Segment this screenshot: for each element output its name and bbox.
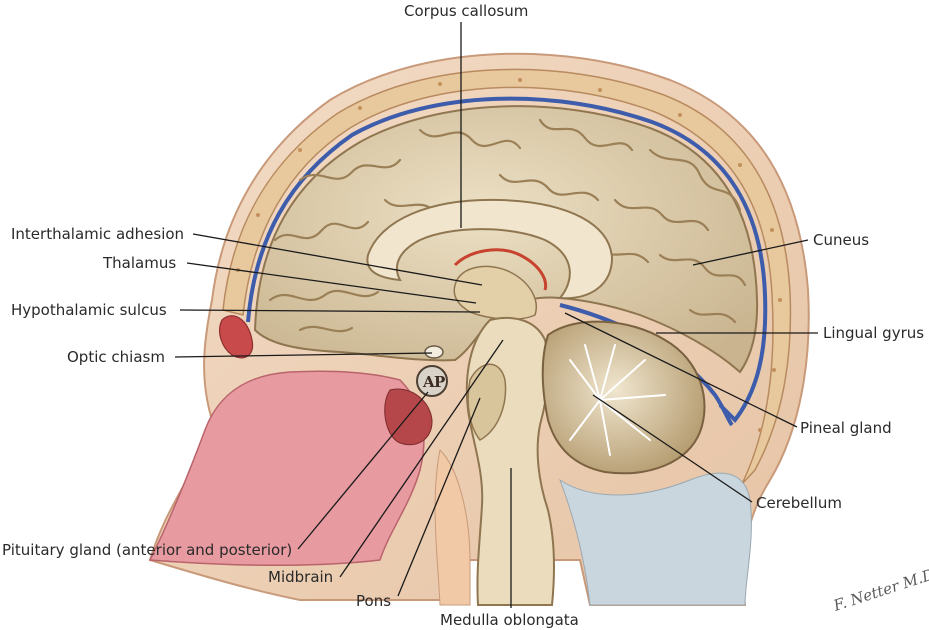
leader-pineal-gland (564, 312, 798, 428)
leader-pituitary (297, 391, 429, 550)
pituitary-anterior-letter: A (422, 373, 435, 391)
leader-interthalamic-adhesion (192, 233, 483, 286)
leader-optic-chiasm (174, 352, 433, 358)
leader-cuneus (692, 239, 809, 266)
label-pons: Pons (356, 592, 391, 610)
leader-midbrain (339, 339, 504, 578)
label-thalamus: Thalamus (102, 254, 176, 272)
spinal-canal-tissue (558, 472, 752, 606)
optic-chiasm-shape (424, 345, 444, 359)
label-optic-chiasm: Optic chiasm (67, 348, 165, 366)
label-medulla-oblongata: Medulla oblongata (440, 611, 579, 629)
leader-cerebellum (592, 394, 753, 503)
label-hypothalamic-sulcus: Hypothalamic sulcus (11, 301, 167, 319)
arbor-vitae (569, 344, 666, 456)
fornix (453, 248, 548, 291)
nasal-mucosa (148, 370, 425, 567)
label-pineal-gland: Pineal gland (800, 419, 892, 437)
thalamus-shape (453, 265, 537, 321)
corpus-callosum-shape (366, 198, 614, 300)
label-cuneus: Cuneus (813, 231, 869, 249)
leader-lines (174, 22, 818, 608)
leader-hypothalamic-sulcus (179, 309, 481, 313)
label-lingual-gyrus: Lingual gyrus (823, 324, 924, 342)
label-cerebellum: Cerebellum (756, 494, 842, 512)
neck-tissue (434, 448, 471, 606)
skull-bone (222, 68, 792, 485)
label-midbrain: Midbrain (268, 568, 333, 586)
pituitary-gland-shape (416, 365, 448, 397)
label-interthalamic-adhesion: Interthalamic adhesion (11, 225, 184, 243)
pituitary-posterior-letter: P (434, 373, 445, 391)
label-corpus-callosum: Corpus callosum (404, 2, 528, 20)
pons-bulge (467, 363, 507, 441)
cerebrum (253, 105, 759, 374)
netter-signature: F. Netter M.D. (830, 564, 929, 615)
superior-sagittal-sinus (246, 96, 768, 424)
leader-pons (397, 397, 481, 597)
leader-thalamus (186, 262, 477, 304)
label-pituitary-gland: Pituitary gland (anterior and posterior) (2, 541, 292, 559)
signature-text: F. Netter M.D. (830, 564, 929, 615)
skull-diploe-dots (236, 78, 782, 432)
